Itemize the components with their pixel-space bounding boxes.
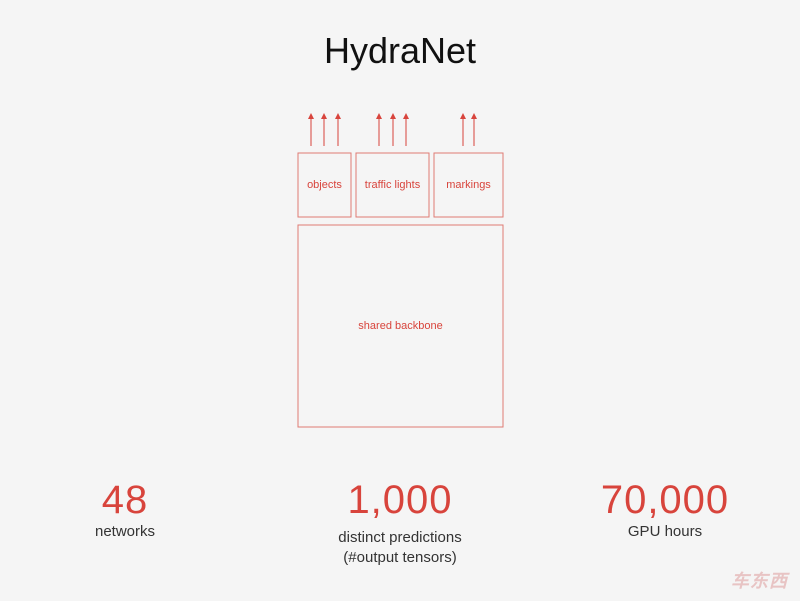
stat-predictions: 1,000 distinct predictions (#output tens… xyxy=(300,478,500,567)
stat-value: 48 xyxy=(101,478,149,522)
head-box-markings xyxy=(433,152,504,218)
stat-value: 70,000 xyxy=(600,478,730,522)
stat-gpu-hours: 70,000 GPU hours xyxy=(580,478,750,542)
stat-networks: 48 networks xyxy=(60,478,190,542)
head-box-traffic-lights xyxy=(355,152,430,218)
head-label-traffic-lights: traffic lights xyxy=(364,179,421,191)
backbone-label: shared backbone xyxy=(358,320,443,332)
stat-label: distinct predictions xyxy=(338,529,462,546)
watermark-logo: 车东西 xyxy=(731,571,788,591)
stat-value: 1,000 xyxy=(347,478,453,522)
stat-sublabel: (#output tensors) xyxy=(343,548,457,566)
head-label-objects: objects xyxy=(307,179,342,191)
backbone-box xyxy=(297,224,504,428)
head-box-objects xyxy=(297,152,352,218)
stat-label: GPU hours xyxy=(627,523,703,540)
head-label-markings: markings xyxy=(446,179,491,191)
slide-title: HydraNet xyxy=(323,30,477,71)
stat-label: networks xyxy=(94,523,156,540)
